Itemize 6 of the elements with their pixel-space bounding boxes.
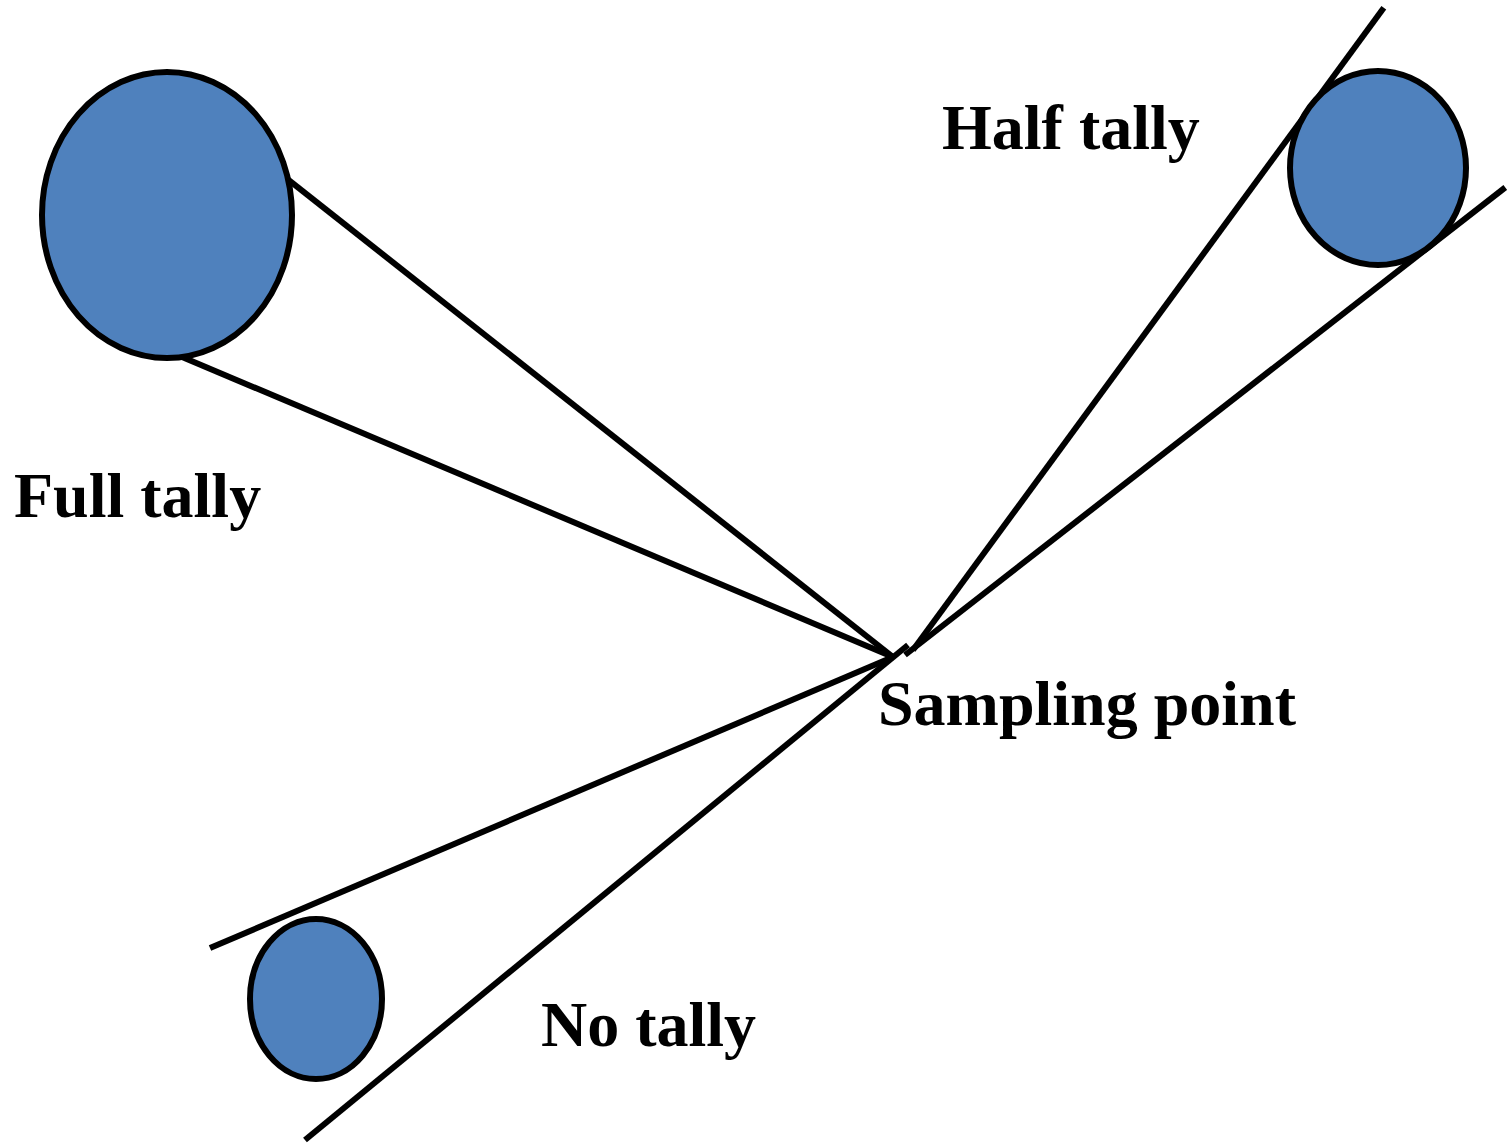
- tree-circle: [247, 916, 385, 1082]
- sight-line: [903, 185, 1507, 658]
- tree-circle: [39, 69, 295, 361]
- tree-circle: [1287, 68, 1469, 268]
- sight-line: [303, 642, 910, 1143]
- sight-line: [910, 6, 1387, 652]
